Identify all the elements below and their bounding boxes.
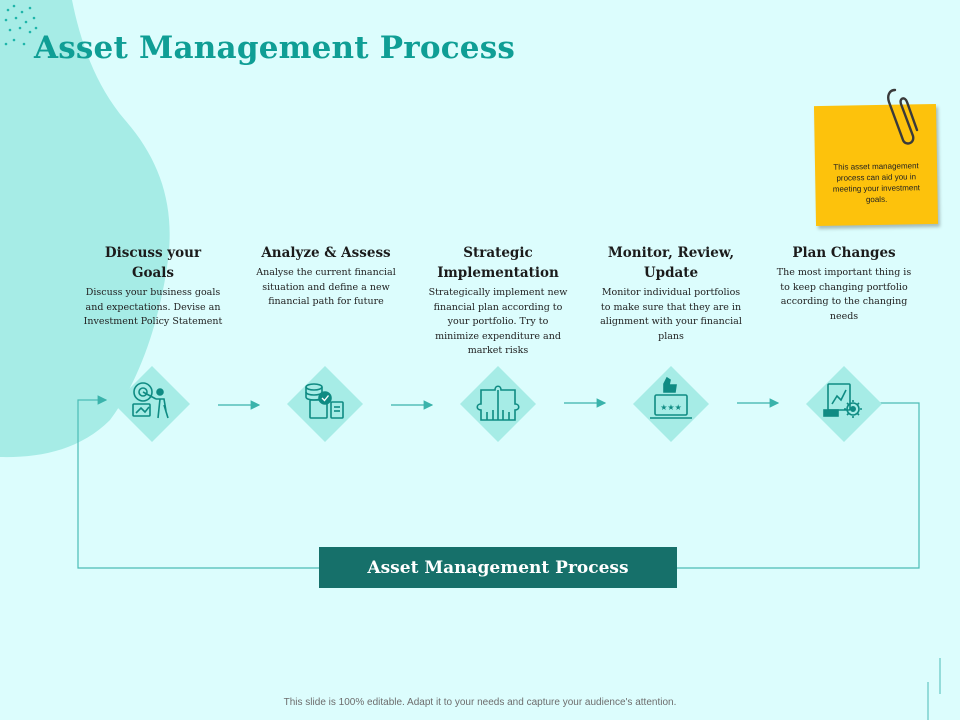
- step-title: Analyze & Assess: [261, 245, 391, 261]
- chart-gear-icon: [823, 383, 862, 418]
- step-diamond-2: [287, 366, 363, 442]
- step-description: Monitor individual portfolios to make su…: [600, 287, 742, 342]
- step-description: The most important thing is to keep chan…: [776, 267, 912, 322]
- coins-checklist-icon: [305, 383, 344, 419]
- puzzle-hands-icon: [476, 385, 520, 421]
- step-discuss-goals: Discuss your Goals Discuss your business…: [82, 243, 224, 330]
- step-title: Plan Changes: [792, 245, 896, 261]
- footer-note: This slide is 100% editable. Adapt it to…: [283, 697, 677, 708]
- loop-line: [77, 395, 920, 569]
- step-title: Monitor, Review, Update: [607, 245, 735, 281]
- step-plan-changes: Plan Changes The most important thing is…: [773, 243, 915, 324]
- step-title: Strategic Implementation: [437, 245, 559, 281]
- page-title: Asset Management Process: [34, 30, 516, 66]
- paperclip-icon: [887, 88, 919, 145]
- svg-text:★★★: ★★★: [660, 403, 682, 412]
- step-monitor-review-update: Monitor, Review, Update Monitor individu…: [600, 243, 742, 344]
- connector-arrows: [218, 398, 780, 410]
- step-strategic-implementation: Strategic Implementation Strategically i…: [427, 243, 569, 359]
- step-diamond-4: ★★★: [633, 366, 709, 442]
- decorative-dots: [4, 4, 38, 46]
- target-person-icon: [132, 382, 169, 419]
- step-diamond-3: [460, 366, 536, 442]
- center-label-box: Asset Management Process: [319, 547, 677, 588]
- step-diamond-5: [806, 366, 882, 442]
- laptop-rating-icon: ★★★: [650, 376, 692, 419]
- step-title: Discuss your Goals: [104, 245, 202, 281]
- step-description: Discuss your business goals and expectat…: [83, 287, 223, 327]
- step-description: Strategically implement new financial pl…: [428, 287, 568, 356]
- step-diamond-1: [114, 366, 190, 442]
- step-analyze-assess: Analyze & Assess Analyse the current fin…: [255, 243, 397, 310]
- step-description: Analyse the current financial situation …: [256, 267, 396, 307]
